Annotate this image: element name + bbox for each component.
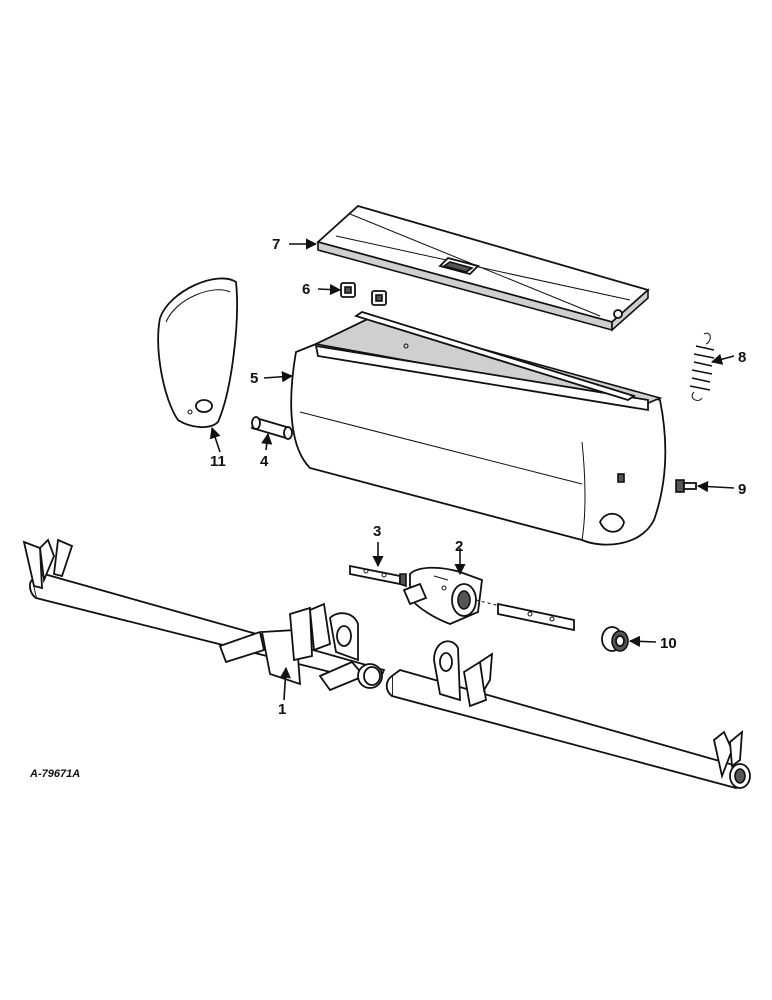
part-1-main-tube <box>22 538 386 692</box>
callout-1: 1 <box>278 701 286 718</box>
part-3-shaft <box>349 564 407 588</box>
callout-9: 9 <box>738 481 746 498</box>
callout-3: 3 <box>373 523 381 540</box>
callout-7: 7 <box>272 236 280 253</box>
callout-4: 4 <box>260 453 269 470</box>
part-10-bearing <box>601 626 629 652</box>
callout-10: 10 <box>660 635 677 652</box>
part-4-pin <box>250 416 293 440</box>
part-7-lid <box>316 204 650 332</box>
callout-6: 6 <box>302 281 310 298</box>
callout-11: 11 <box>210 453 226 470</box>
part-5-hopper-box <box>290 311 667 546</box>
callout-5: 5 <box>250 370 258 387</box>
callout-2: 2 <box>455 538 463 555</box>
part-6-square-nuts <box>340 282 387 306</box>
part-1-right-tube <box>385 640 751 790</box>
callout-leaders <box>209 238 735 701</box>
part-11-end-plate <box>157 277 238 428</box>
part-9-bolt <box>675 479 697 493</box>
part-8-spring <box>689 332 715 401</box>
part-2-hub-coupling <box>402 566 575 632</box>
callout-8: 8 <box>738 349 746 366</box>
drawing-number: A-79671A <box>29 768 80 780</box>
